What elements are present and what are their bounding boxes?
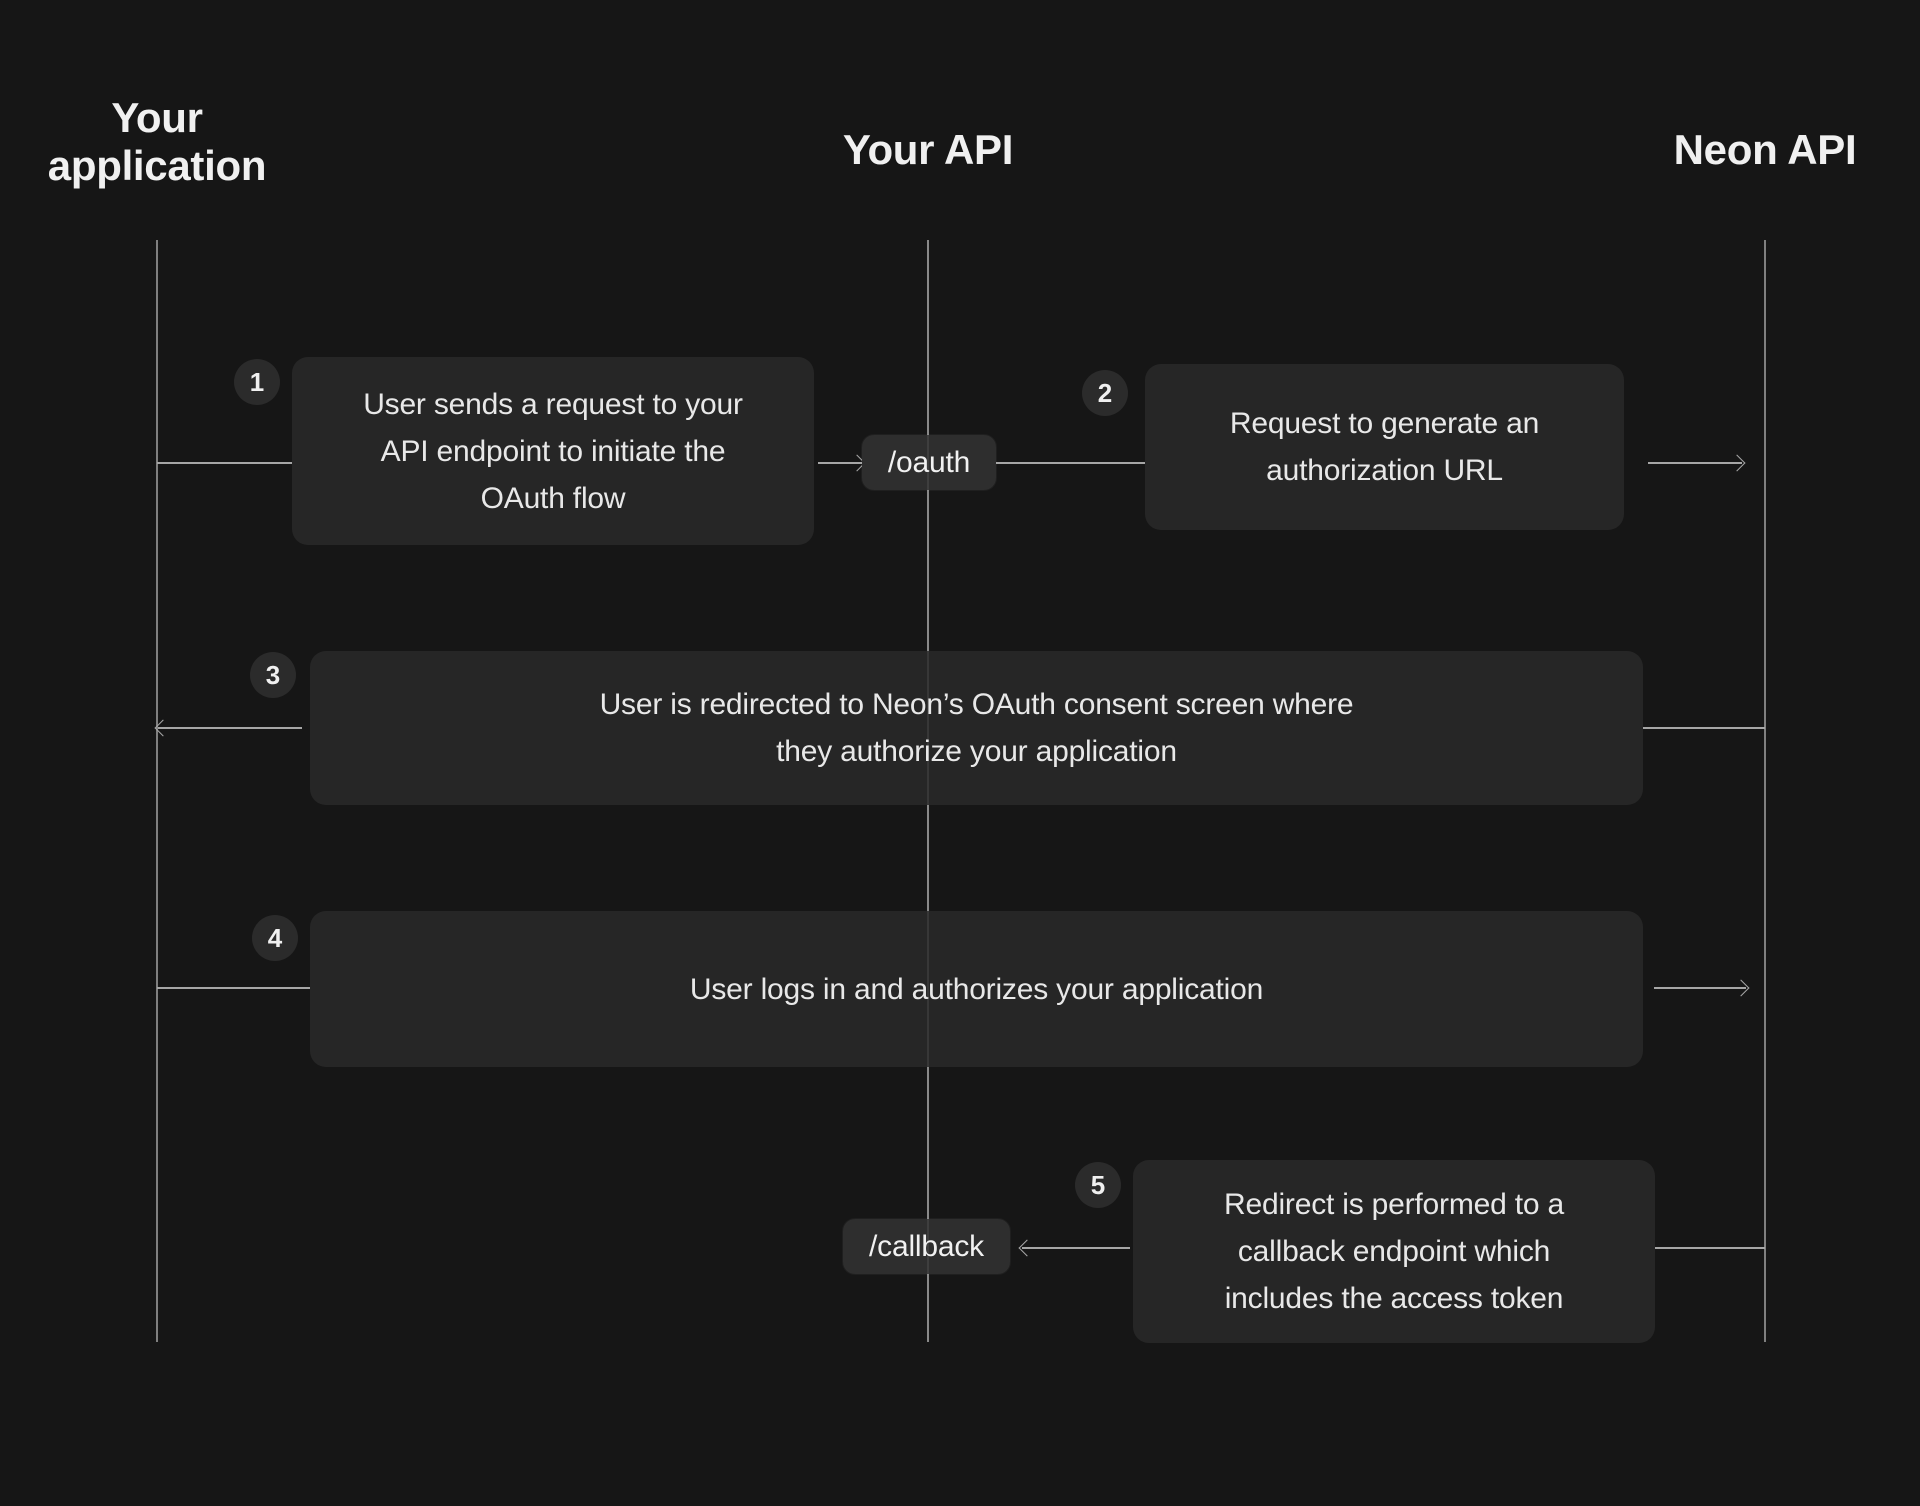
- step-2-text: authorization URL: [1266, 454, 1503, 487]
- connector-step-1-to-oauth: [818, 454, 866, 472]
- lifeline-neon-api: [1764, 240, 1766, 1342]
- step-3-badge: 3: [250, 652, 296, 698]
- connector-step-4-to-neon: [1654, 979, 1750, 997]
- connector-step-3-to-application: [154, 719, 302, 737]
- connector-step-2-to-neon: [1648, 454, 1746, 472]
- connector-step-1-from-application: [157, 462, 292, 464]
- step-1-text: API endpoint to initiate the: [380, 434, 726, 468]
- column-title-your-api: Your API: [842, 126, 1014, 173]
- step-4-text: User logs in and authorizes your applica…: [689, 972, 1264, 1006]
- endpoint-oauth-pill: /oauth: [862, 435, 996, 490]
- step-4-badge: 4: [252, 915, 298, 961]
- step-2-box: Request to generate an authorization URL: [1145, 364, 1624, 530]
- step-5-box: Redirect is performed to a callback endp…: [1133, 1160, 1655, 1343]
- connector-oauth-to-step-2: [996, 462, 1145, 464]
- step-5-text: Redirect is performed to a: [1224, 1188, 1564, 1221]
- column-title-your-application: Your application: [47, 94, 267, 189]
- step-3-text: User is redirected to Neon’s OAuth conse…: [599, 688, 1354, 721]
- step-1-text: User sends a request to your: [363, 387, 743, 421]
- arrowhead-right-icon: [1728, 454, 1746, 472]
- connector-step-5-to-callback: [1018, 1239, 1130, 1257]
- connector-step-4-from-application: [157, 987, 310, 989]
- step-2-badge: 2: [1082, 370, 1128, 416]
- connector-step-3-from-neon: [1643, 727, 1765, 729]
- endpoint-callback-pill: /callback: [843, 1219, 1010, 1274]
- connector-step-5-from-neon: [1655, 1247, 1765, 1249]
- arrowhead-left-icon: [1018, 1239, 1036, 1257]
- lifeline-your-api-overlay: [927, 240, 929, 1342]
- step-4-box: User logs in and authorizes your applica…: [310, 911, 1643, 1067]
- step-3-text: they authorize your application: [776, 735, 1177, 768]
- step-3-box: User is redirected to Neon’s OAuth conse…: [310, 651, 1643, 805]
- column-title-neon-api: Neon API: [1673, 126, 1857, 173]
- step-1-box: User sends a request to your API endpoin…: [292, 357, 814, 545]
- step-1-text: OAuth flow: [480, 481, 626, 515]
- step-5-text: callback endpoint which: [1237, 1235, 1551, 1268]
- step-1-badge: 1: [234, 359, 280, 405]
- step-5-text: includes the access token: [1224, 1282, 1564, 1315]
- step-5-badge: 5: [1075, 1162, 1121, 1208]
- arrowhead-right-icon: [1732, 979, 1750, 997]
- step-2-text: Request to generate an: [1229, 407, 1540, 440]
- lifeline-your-application: [156, 240, 158, 1342]
